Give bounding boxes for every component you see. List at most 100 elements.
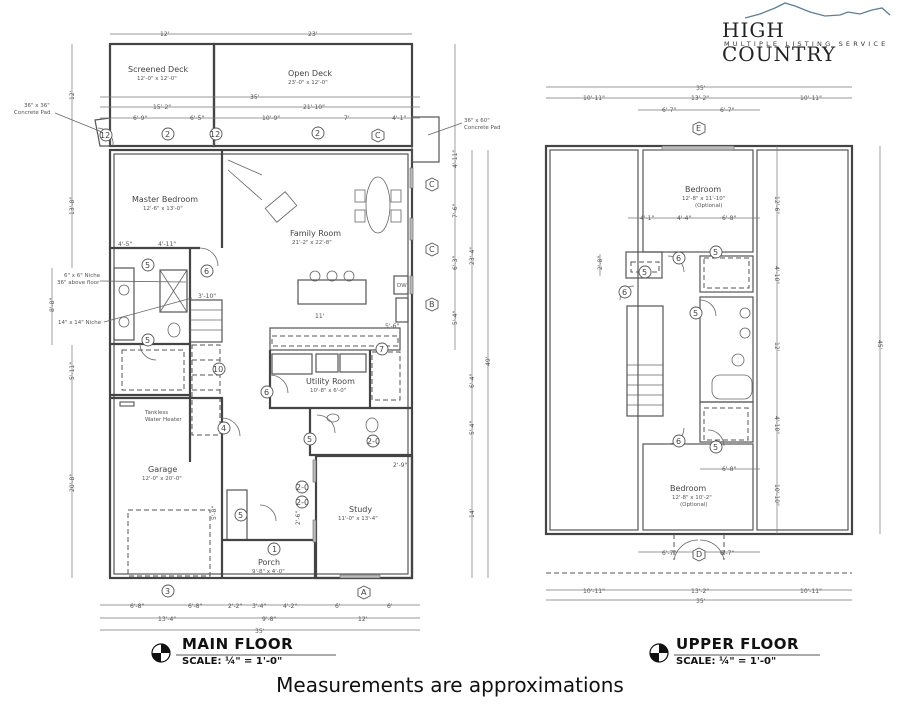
dim-text: 2'-8" — [597, 256, 604, 270]
dim-text: 6'-8" — [130, 603, 144, 610]
dim-text: 6'-9" — [133, 115, 147, 122]
room-label: Utility Room — [306, 377, 355, 386]
svg-text:6: 6 — [622, 288, 627, 297]
dim-text: 5'-6" — [385, 323, 399, 330]
dim-text: 4'-10" — [773, 266, 780, 284]
svg-text:D: D — [696, 550, 702, 559]
note-text: 36" above floor — [57, 280, 100, 286]
room-label: Open Deck — [288, 69, 332, 78]
svg-text:A: A — [361, 588, 367, 597]
dim-text: 23'-4" — [469, 247, 476, 265]
svg-text:5: 5 — [307, 435, 312, 444]
logo-subtitle: MULTIPLE LISTING SERVICE — [724, 40, 889, 48]
dim-text: 35' — [696, 598, 706, 605]
dim-text: 6'-7" — [662, 107, 676, 114]
dim-text: 6'-8" — [722, 215, 736, 222]
dim-text: 21'-10" — [303, 104, 325, 111]
dim-text: 4'-10" — [773, 416, 780, 434]
svg-text:C: C — [429, 245, 435, 254]
room-label: Study — [349, 505, 372, 514]
scale-symbol-icon — [151, 643, 336, 663]
dim-text: 23' — [308, 31, 318, 38]
dim-text: 6'-7" — [662, 550, 676, 557]
room-label: Bedroom — [685, 185, 721, 194]
dim-text: 6'-3" — [452, 256, 459, 270]
dim-text: 12' — [69, 90, 76, 100]
dim-text: 10'-11" — [583, 588, 605, 595]
dim-text: 5'-8" — [211, 506, 218, 520]
dim-text: 3'-10" — [198, 293, 216, 300]
dim-text: 10'-11" — [800, 95, 822, 102]
note-text: 36" x 60" — [464, 118, 490, 124]
room-note: (Optional) — [680, 502, 708, 508]
logo-title: HIGH COUNTRY — [722, 18, 837, 66]
svg-text:4: 4 — [221, 424, 226, 433]
dim-text: 8'-8" — [49, 298, 56, 312]
room-size: 21'-2" x 22'-8" — [292, 240, 332, 246]
dim-text: 10'-11" — [583, 95, 605, 102]
room-size: 12'-6" x 13'-0" — [143, 206, 183, 212]
room-label: Porch — [258, 558, 280, 567]
dim-text: 5'-11" — [69, 362, 76, 380]
measurement-disclaimer: Measurements are approximations — [276, 673, 624, 697]
svg-text:C: C — [429, 180, 435, 189]
note-text: Tankless — [144, 410, 168, 416]
dim-text: 6'-5" — [190, 115, 204, 122]
dim-text: 6'-4" — [469, 374, 476, 388]
dim-text: 6' — [387, 603, 393, 610]
svg-text:2-0: 2-0 — [296, 498, 309, 507]
room-size: 12'-0" x 20'-0" — [142, 476, 182, 482]
dim-text: 6'-8" — [722, 466, 736, 473]
dim-text: 2'-6" — [295, 511, 302, 525]
dim-text: 11' — [315, 313, 325, 320]
dim-text: 12' — [773, 342, 780, 352]
svg-text:E: E — [696, 124, 701, 133]
room-size: 12'-8" x 10'-2" — [672, 495, 712, 501]
dim-text: 35' — [696, 85, 706, 92]
note-text: DW — [397, 283, 407, 289]
dim-text: 14' — [469, 508, 476, 518]
note-text: Concrete Pad — [14, 110, 50, 116]
svg-text:1: 1 — [272, 545, 277, 554]
dim-text: 12' — [358, 616, 368, 623]
dim-text: 7' — [344, 115, 350, 122]
dim-text: 6'-7" — [720, 550, 734, 557]
room-size: 10'-8" x 6'-0" — [310, 388, 346, 394]
dim-text: 49' — [485, 356, 492, 366]
room-label: Family Room — [290, 229, 341, 238]
note-text: 14" x 14" Niche — [58, 320, 102, 326]
note-text: 36" x 36" — [24, 103, 50, 109]
dim-text: 13'-2" — [691, 95, 709, 102]
door-tag: 6 5 5 6 5 6 5 — [618, 245, 723, 454]
svg-text:5: 5 — [713, 248, 718, 257]
svg-text:6: 6 — [204, 267, 209, 276]
room-size: 9'-8" x 4'-0" — [252, 569, 285, 575]
svg-text:5: 5 — [145, 261, 150, 270]
window-tag: E D — [692, 121, 706, 562]
dim-text: 7'-6" — [452, 204, 459, 218]
svg-text:12: 12 — [210, 130, 220, 139]
dim-text: 15'-2" — [153, 104, 171, 111]
dim-text: 12'-6" — [773, 196, 780, 214]
dim-text: 10'-10" — [773, 484, 780, 506]
dim-text: 4'-5" — [118, 241, 132, 248]
dim-text: 5'-4" — [452, 311, 459, 325]
room-label: Master Bedroom — [132, 195, 198, 204]
dim-text: 4'-11" — [452, 150, 459, 168]
room-size: 23'-0" x 12'-0" — [288, 80, 328, 86]
dim-text: 2'-2" — [228, 603, 242, 610]
main-floor-title: MAIN FLOOR — [182, 635, 294, 653]
room-size: 12'-8" x 11'-10" — [682, 196, 725, 202]
door-tag: 12 2 12 2 5 6 5 10 4 6 7 5 2-0 2-0 2-0 5… — [99, 126, 389, 598]
dim-text: 4'-1" — [392, 115, 406, 122]
open-deck-wall — [212, 42, 414, 148]
room-note: (Optional) — [695, 203, 723, 209]
svg-text:5: 5 — [693, 309, 698, 318]
svg-text:2-0: 2-0 — [296, 483, 309, 492]
svg-text:C: C — [375, 131, 381, 140]
main-floor-outer-wall — [108, 148, 414, 580]
dim-text: 45' — [876, 340, 883, 350]
svg-text:2: 2 — [315, 129, 320, 138]
dim-text: 6' — [335, 603, 341, 610]
